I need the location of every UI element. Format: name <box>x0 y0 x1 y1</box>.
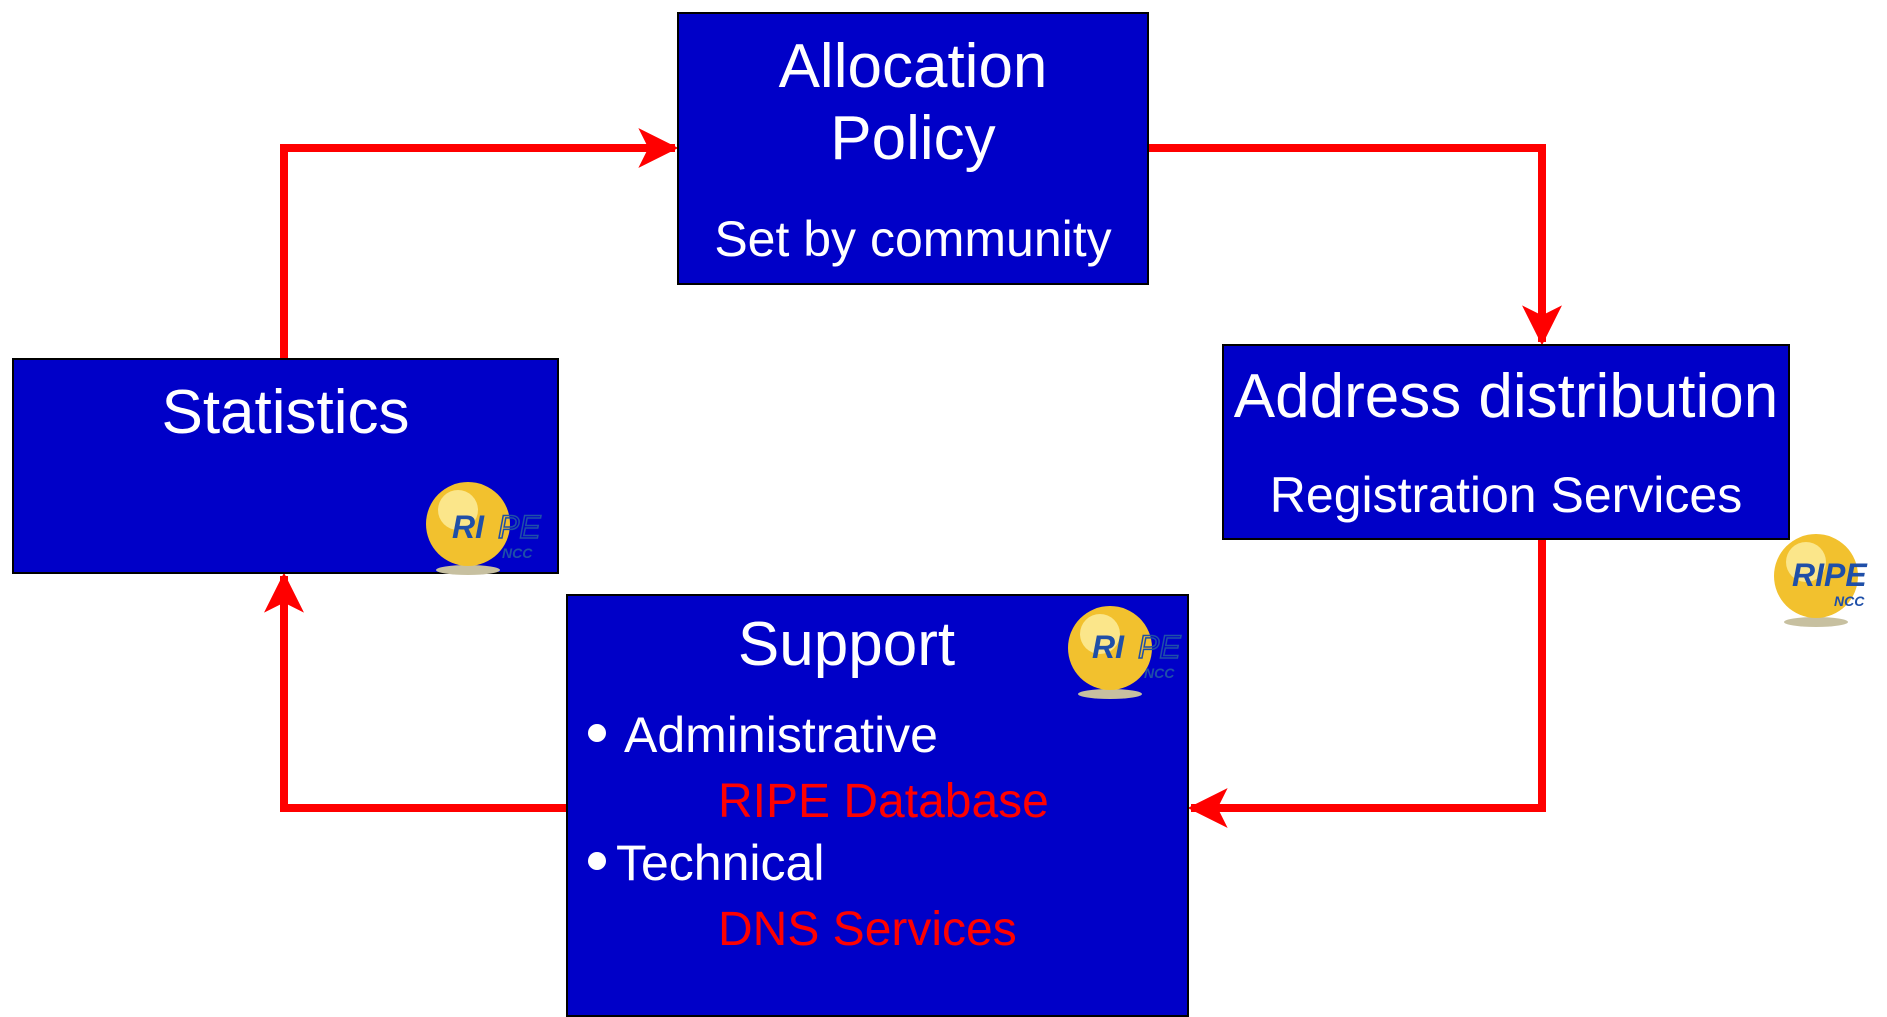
distribution-subtitle: Registration Services <box>1269 467 1743 523</box>
svg-text:NCC: NCC <box>1834 593 1865 609</box>
statistics-title: Statistics <box>161 378 410 447</box>
statistics-box: Statistics <box>12 358 559 574</box>
arrow-policy-to-distribution <box>1149 144 1562 346</box>
support-item-label: Technical <box>616 835 825 891</box>
policy-title-line1: Allocation <box>778 32 1048 101</box>
arrow-statistics-to-policy <box>280 128 679 358</box>
policy-title-line2: Policy <box>830 104 996 173</box>
bullet-icon <box>588 723 606 742</box>
support-item-administrative: Administrative <box>588 706 938 764</box>
policy-subtitle: Set by community <box>714 211 1112 267</box>
support-item-technical: Technical <box>588 834 824 892</box>
svg-text:RI: RI <box>1092 629 1125 665</box>
logo-ri: RI <box>452 509 485 545</box>
allocation-policy-box: Allocation Policy Set by community <box>677 12 1149 285</box>
support-item-detail-database: RIPE Database <box>718 775 1049 828</box>
support-item-label: Administrative <box>624 707 938 763</box>
arrow-support-to-statistics <box>264 572 566 812</box>
distribution-title: Address distribution <box>1233 362 1779 431</box>
svg-text:PE: PE <box>1138 629 1181 665</box>
svg-text:RIPE: RIPE <box>1792 557 1868 593</box>
support-title: Support <box>737 610 956 679</box>
ripe-ncc-logo-icon: RI PE NCC <box>426 482 542 575</box>
ripe-ncc-logo-icon: RIPE NCC <box>1774 534 1868 627</box>
logo-ncc: NCC <box>502 545 533 561</box>
ripe-ncc-logo-icon: RI PE NCC <box>1068 606 1182 699</box>
support-item-detail-dns: DNS Services <box>718 903 1017 956</box>
address-distribution-box: Address distribution Registration Servic… <box>1222 344 1790 540</box>
logo-pe: PE <box>498 509 541 545</box>
arrow-distribution-to-support <box>1187 540 1546 828</box>
bullet-icon <box>588 851 606 870</box>
svg-text:NCC: NCC <box>1144 665 1175 681</box>
